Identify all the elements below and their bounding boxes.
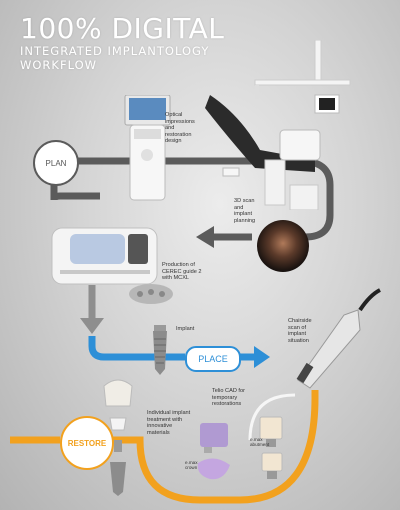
caption-optical: Optical impressions and restoration desi…	[165, 112, 195, 145]
title-line2: INTEGRATED IMPLANTOLOGY	[20, 44, 210, 58]
title-line1: 100% DIGITAL	[20, 12, 225, 45]
title-line3: WORKFLOW	[20, 58, 97, 72]
caption-individual: Individual implant treatment with innova…	[147, 410, 191, 436]
caption-telio: Telio CAD for temporary restorations	[212, 388, 245, 408]
cbct-scan-image	[257, 220, 309, 272]
plan-arrowhead	[196, 226, 214, 248]
milling-unit-illustration	[51, 227, 158, 285]
restore-path	[110, 390, 319, 504]
surgical-guide-icon	[129, 284, 173, 304]
title-subtitle: INTEGRATED IMPLANTOLOGY WORKFLOW	[20, 44, 209, 72]
stage-restore: RESTORE	[60, 416, 114, 470]
dental-unit-illustration	[205, 40, 351, 210]
caption-production: Production of CEREC guide 2 with MCXL	[162, 262, 202, 282]
production-arrowhead	[80, 318, 104, 334]
place-path	[88, 336, 185, 361]
implant-icon	[153, 325, 167, 375]
stage-place: PLACE	[185, 346, 241, 372]
restoration-blocks-icon	[197, 416, 283, 480]
stage-plan: PLAN	[33, 140, 79, 186]
crown-abutment-icon	[103, 379, 133, 496]
place-arrowhead	[254, 346, 270, 368]
caption-3d-scan: 3D scan and implant planning	[234, 198, 256, 224]
telio-ring	[248, 393, 296, 441]
acquisition-unit-illustration	[124, 95, 171, 201]
caption-implant: Implant	[176, 326, 195, 332]
caption-chairside: Chairside scan of implant situation	[288, 318, 312, 344]
caption-emax-abutment: e.max abutment	[250, 437, 270, 448]
intraoral-scanner-icon	[296, 288, 381, 389]
plan-path	[50, 182, 100, 201]
caption-emax-crown: e.max crown	[185, 460, 198, 471]
